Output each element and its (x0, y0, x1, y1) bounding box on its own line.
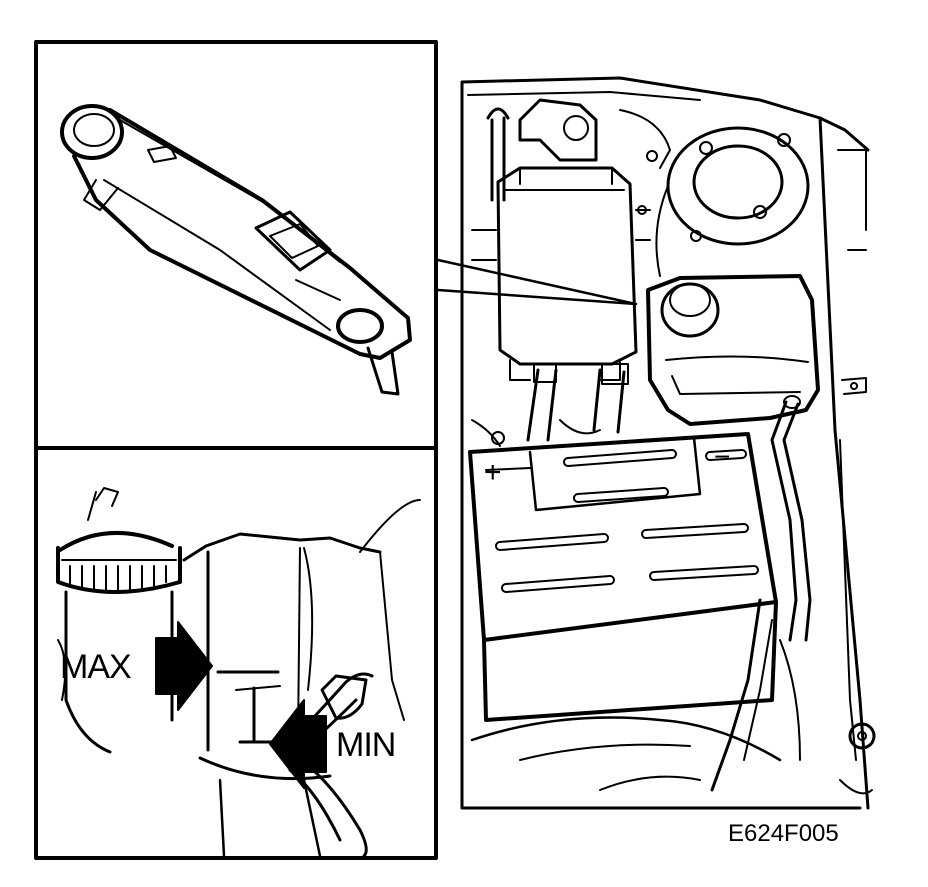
coolant-tank-detail (56, 487, 421, 858)
max-arrow (155, 621, 213, 711)
battery: + − (468, 432, 778, 722)
battery-plus-terminal: + (484, 456, 502, 489)
coolant-tank (646, 274, 820, 642)
engine-bay-view: + − (436, 76, 876, 810)
figure-code: E624F005 (728, 820, 839, 847)
max-level-mark (216, 670, 281, 744)
strut-tower (655, 126, 810, 277)
battery-minus-terminal: − (714, 441, 730, 472)
leader-line (436, 258, 638, 306)
detail-inset (34, 40, 438, 860)
max-label: MAX (60, 648, 132, 686)
min-label: MIN (336, 726, 396, 764)
fuse-box (471, 166, 651, 381)
fuse-box-detail (60, 104, 412, 396)
min-arrow (269, 699, 327, 789)
